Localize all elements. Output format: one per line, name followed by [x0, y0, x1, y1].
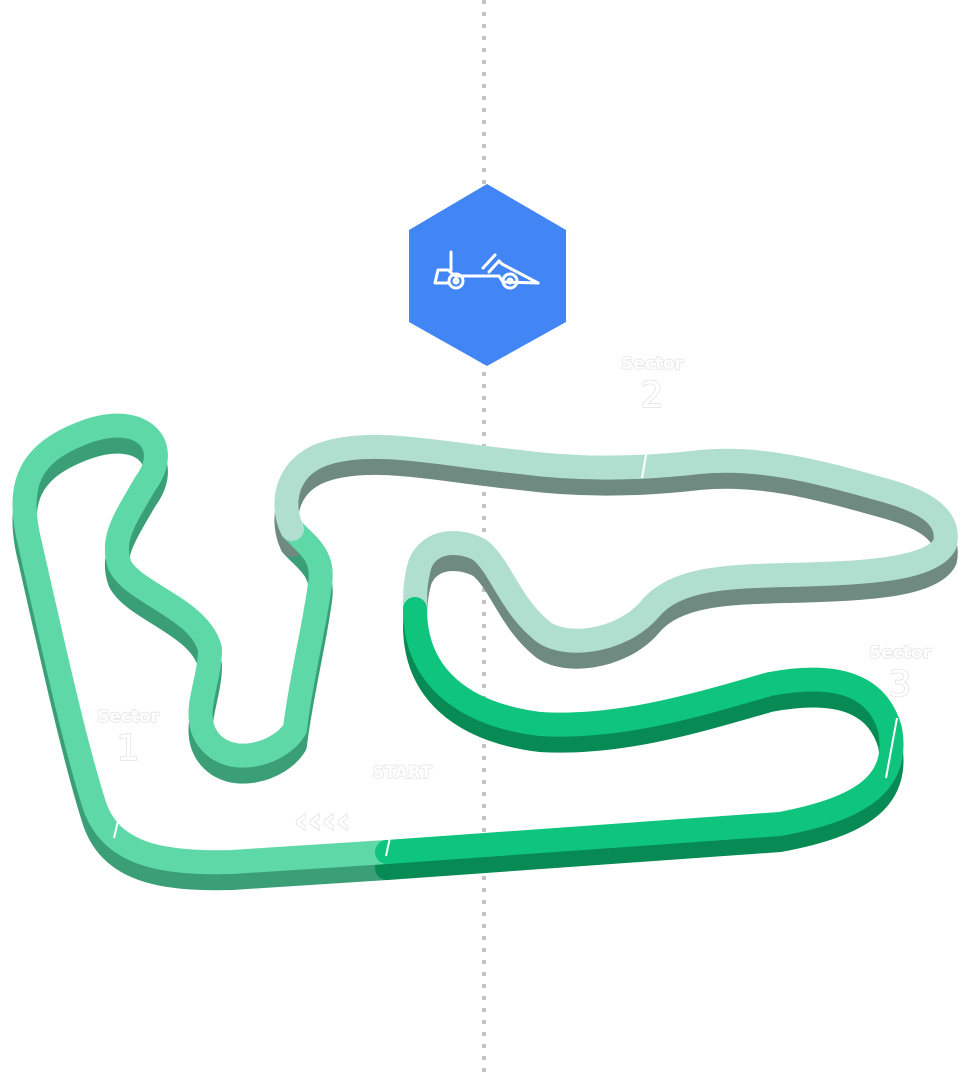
sector-2-track: [286, 447, 945, 641]
sector-2-word: Sector: [621, 354, 684, 374]
sector-3-number: 3: [889, 664, 912, 705]
sector-1-number: 1: [117, 728, 140, 769]
direction-arrows: ‹‹‹‹: [294, 801, 350, 841]
sector-1-word: Sector: [97, 707, 160, 727]
sector-3-word: Sector: [869, 643, 932, 663]
sector-2-number: 2: [641, 375, 664, 416]
start-word: START: [372, 763, 432, 783]
kart-badge: [409, 184, 566, 366]
